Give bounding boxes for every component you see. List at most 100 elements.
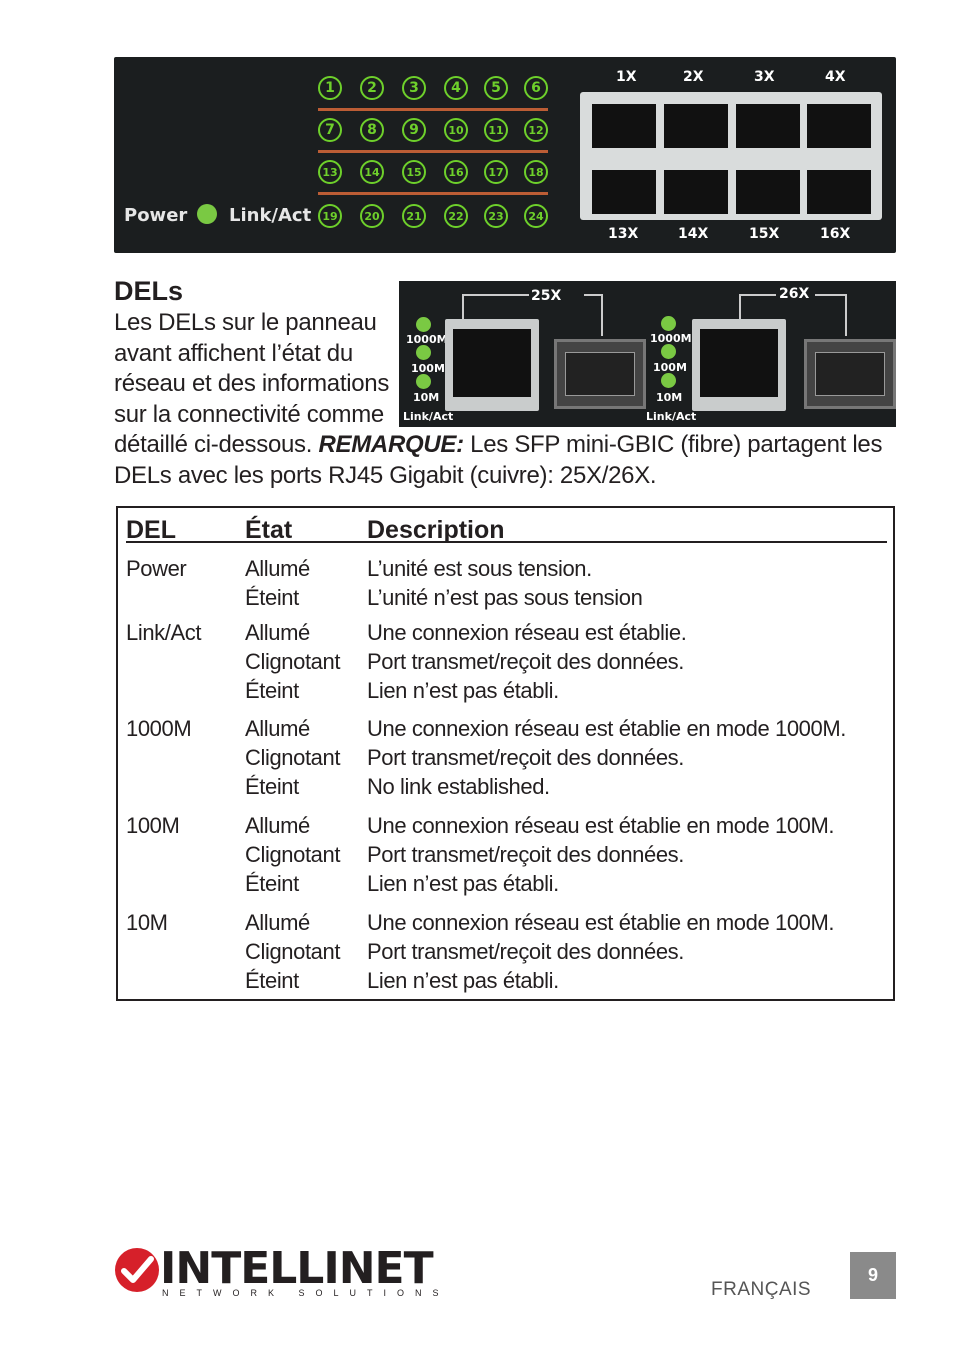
port-led-number: 14 (360, 160, 384, 184)
table-cell-description: Une connexion réseau est établie en mode… (367, 910, 835, 935)
port-label-1x: 1X (616, 69, 637, 85)
port-led-number: 1 (318, 76, 342, 100)
led-row-divider (318, 150, 548, 153)
port-led-number: 10 (444, 118, 468, 142)
table-cell-description: Port transmet/reçoit des données. (367, 649, 684, 674)
port-led-number: 24 (524, 204, 548, 228)
power-label: Power (124, 205, 188, 226)
table-cell-state: Éteint (245, 774, 299, 799)
rj45-port (736, 170, 800, 214)
table-cell-description: Port transmet/reçoit des données. (367, 842, 684, 867)
table-header-del: DEL (126, 516, 176, 544)
led-label-10m: 10M (413, 391, 440, 404)
table-cell-state: Clignotant (245, 745, 341, 770)
table-cell-del: 10M (126, 910, 168, 935)
rj45-port (736, 104, 800, 148)
rj45-port (592, 104, 656, 148)
intro-continuation: détaillé ci-dessous. REMARQUE: Les SFP m… (114, 430, 882, 491)
table-cell-state: Éteint (245, 968, 299, 993)
port-led-number: 16 (444, 160, 468, 184)
port-led-number: 8 (360, 118, 384, 142)
intro-last-line: DELs avec les ports RJ45 Gigabit (cuivre… (114, 461, 657, 489)
intro-line: réseau et des informations (114, 370, 390, 397)
port-led-number: 20 (360, 204, 384, 228)
sfp-slot-25x (554, 339, 646, 409)
section-title: DELs (114, 276, 184, 306)
gigabit-panel-image: 25X 26X 1000M 100M 10M Link/Act 1000M 10… (399, 281, 896, 427)
led-label-1000m: 1000M (650, 332, 692, 345)
table-cell-state: Allumé (245, 620, 310, 645)
led-label-1000m: 1000M (406, 333, 448, 346)
table-cell-state: Allumé (245, 556, 310, 581)
port-label-15x: 15X (749, 226, 780, 242)
port-led-number: 22 (444, 204, 468, 228)
port-label-2x: 2X (683, 69, 704, 85)
table-cell-description: Une connexion réseau est établie en mode… (367, 716, 846, 741)
table-cell-state: Éteint (245, 678, 299, 703)
port-led-number: 3 (402, 76, 426, 100)
table-cell-state: Allumé (245, 910, 310, 935)
led-100m-icon (416, 345, 431, 360)
port-led-number: 23 (484, 204, 508, 228)
led-label-100m: 100M (653, 361, 687, 374)
bracket-25x (462, 294, 529, 326)
port-led-number: 18 (524, 160, 548, 184)
table-cell-description: No link established. (367, 774, 550, 799)
table-cell-description: L’unité est sous tension. (367, 556, 592, 581)
led-10m-icon (661, 373, 676, 388)
led-label-100m: 100M (411, 362, 445, 375)
port-led-number: 19 (318, 204, 342, 228)
table-cell-description: Une connexion réseau est établie. (367, 620, 687, 645)
language-label: FRANÇAIS (711, 1279, 812, 1300)
table-cell-description: Lien n’est pas établi. (367, 678, 559, 703)
port-led-number: 12 (524, 118, 548, 142)
led-label-linkact: Link/Act (403, 410, 454, 423)
port-led-number: 9 (402, 118, 426, 142)
port-led-number: 6 (524, 76, 548, 100)
table-cell-state: Allumé (245, 716, 310, 741)
port-led-number: 21 (402, 204, 426, 228)
table-cell-del: 1000M (126, 716, 192, 741)
port-label-26x: 26X (779, 286, 810, 302)
rj45-port (592, 170, 656, 214)
led-row-divider (318, 108, 548, 111)
table-cell-state: Clignotant (245, 649, 341, 674)
bracket-26x (739, 294, 776, 326)
table-header-rule (126, 541, 887, 543)
power-led-icon (197, 204, 217, 224)
table-cell-del: 100M (126, 813, 180, 838)
port-label-3x: 3X (754, 69, 775, 85)
intro-line: sur la connectivité comme (114, 400, 384, 428)
rj45-port (807, 170, 871, 214)
rj45-port (664, 104, 728, 148)
led-10m-icon (416, 374, 431, 389)
port-led-number: 4 (444, 76, 468, 100)
port-led-number: 5 (484, 76, 508, 100)
table-cell-description: Une connexion réseau est établie en mode… (367, 813, 835, 838)
table-cell-description: Port transmet/reçoit des données. (367, 939, 684, 964)
table-cell-description: Lien n’est pas établi. (367, 968, 559, 993)
table-cell-description: Port transmet/reçoit des données. (367, 745, 684, 770)
table-cell-state: Clignotant (245, 842, 341, 867)
linkact-label: Link/Act (229, 205, 312, 226)
table-cell-del: Link/Act (126, 620, 202, 645)
intro-line: Les DELs sur le panneau (114, 309, 377, 336)
intro-cont-pre: détaillé ci-dessous. (114, 431, 319, 458)
port-label-13x: 13X (608, 226, 639, 242)
rj45-port (664, 170, 728, 214)
rj45-port (807, 104, 871, 148)
port-label-14x: 14X (678, 226, 709, 242)
sfp-slot-26x (804, 339, 896, 409)
port-label-4x: 4X (825, 69, 846, 85)
port-led-number: 7 (318, 118, 342, 142)
port-led-number: 15 (402, 160, 426, 184)
led-label-10m: 10M (656, 391, 683, 404)
table-cell-description: L’unité n’est pas sous tension (367, 585, 643, 610)
bracket-25x-right (584, 294, 603, 336)
table-cell-state: Allumé (245, 813, 310, 838)
port-led-number: 13 (318, 160, 342, 184)
led-1000m-icon (661, 316, 676, 331)
port-led-number: 17 (484, 160, 508, 184)
intellinet-logo-icon (115, 1248, 159, 1292)
